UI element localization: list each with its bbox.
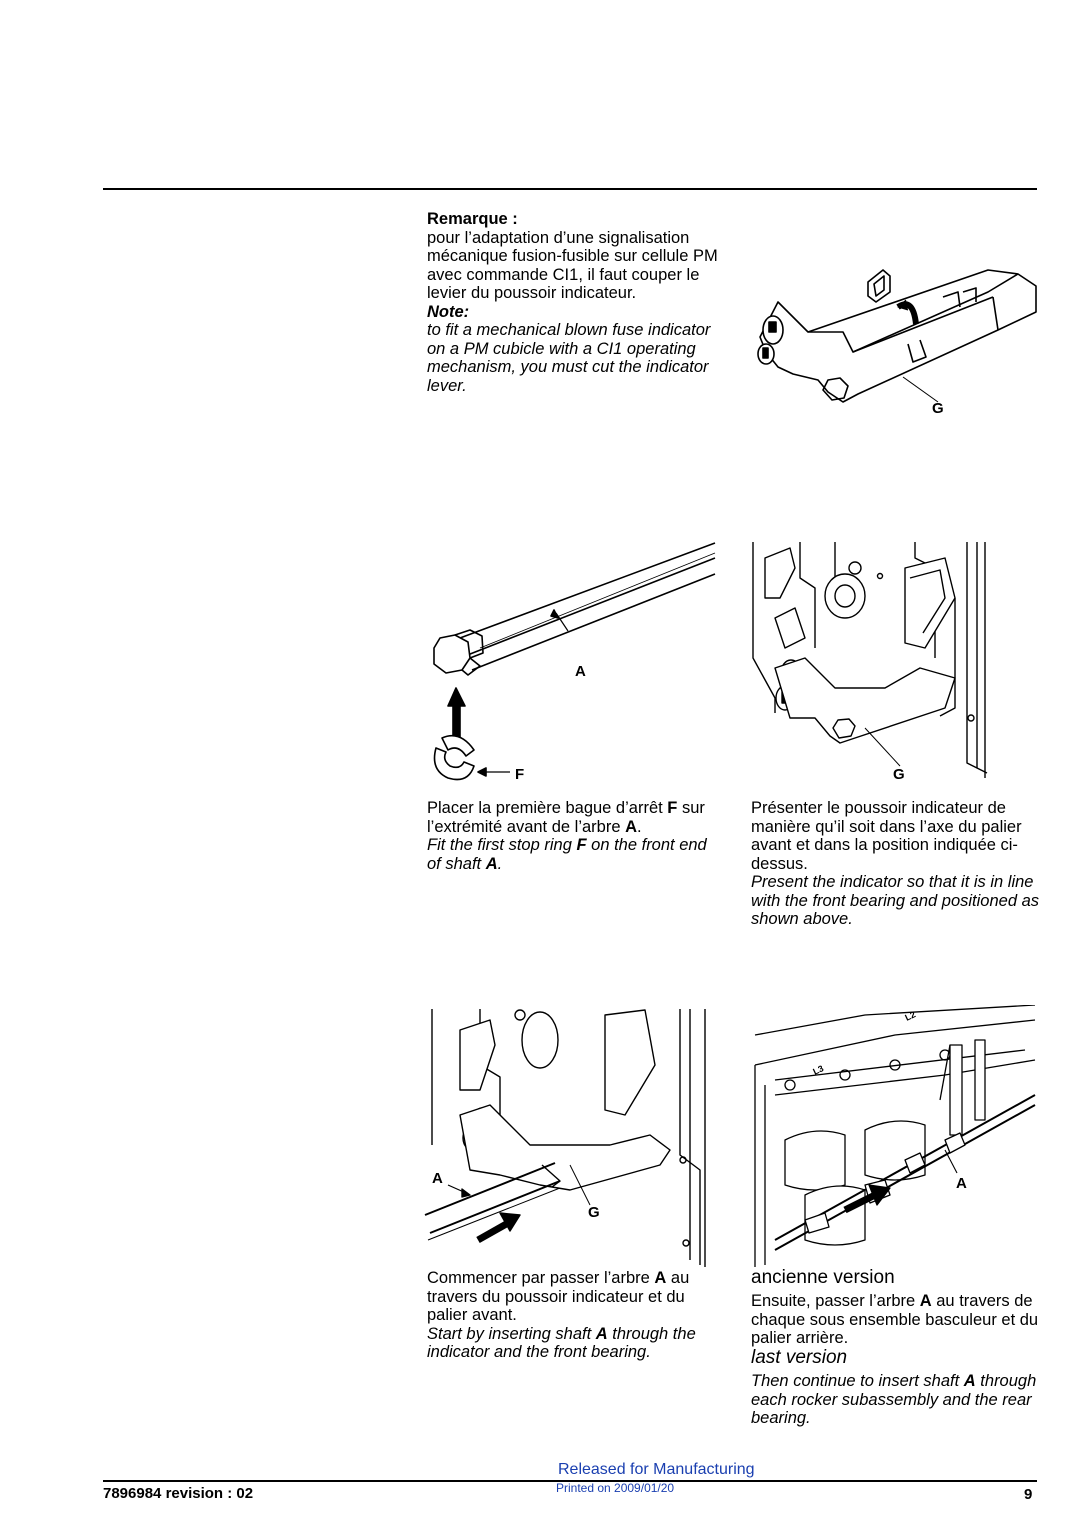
note-fr-title: Remarque : bbox=[427, 210, 518, 228]
figure-shaft-rockers: L2 L3 A bbox=[745, 1005, 1040, 1267]
heading-ancienne-version: ancienne version bbox=[751, 1267, 895, 1288]
note-fr-body: pour l’adaptation d’une signalisation mé… bbox=[427, 228, 718, 303]
footer-rule bbox=[103, 1480, 1037, 1482]
step4-fr: Ensuite, passer l’arbre A au travers de … bbox=[751, 1292, 1039, 1347]
figure-insert-shaft: A G bbox=[420, 1005, 720, 1267]
step3-fr: Commencer par passer l’arbre A au traver… bbox=[427, 1269, 690, 1324]
figure-shaft-stop-ring: A F bbox=[420, 538, 720, 788]
step3-en: Start by inserting shaft A through the i… bbox=[427, 1324, 696, 1362]
label-g-fig1: G bbox=[932, 400, 944, 417]
header-rule bbox=[103, 188, 1037, 190]
note-en-body: to fit a mechanical blown fuse indicator… bbox=[427, 321, 711, 395]
figure-indicator-lever: G bbox=[748, 262, 1038, 422]
page-number: 9 bbox=[1024, 1486, 1033, 1503]
printed-date: Printed on 2009/01/20 bbox=[556, 1481, 675, 1495]
note-en-title: Note: bbox=[427, 302, 470, 321]
step2-fr: Présenter le poussoir indicateur de mani… bbox=[751, 799, 1022, 873]
step1-en: Fit the first stop ring F on the front e… bbox=[427, 836, 707, 873]
label-a-fig2: A bbox=[575, 663, 586, 680]
heading-last-version: last version bbox=[751, 1347, 848, 1368]
step1-fr: Placer la première bague d’arrêt F sur l… bbox=[427, 799, 705, 836]
label-f-fig2: F bbox=[515, 766, 525, 783]
step2-text: Présenter le poussoir indicateur de mani… bbox=[751, 799, 1043, 929]
label-a-fig4: A bbox=[432, 1170, 443, 1187]
step2-en: Present the indicator so that it is in l… bbox=[751, 873, 1040, 928]
label-g-fig3: G bbox=[893, 766, 905, 783]
figure-indicator-position: G bbox=[745, 538, 1040, 788]
step4-en: Then continue to insert shaft A through … bbox=[751, 1372, 1037, 1427]
released-stamp: Released for Manufacturing bbox=[558, 1461, 755, 1478]
step3-text: Commencer par passer l’arbre A au traver… bbox=[427, 1269, 722, 1362]
label-a-fig5: A bbox=[956, 1175, 967, 1192]
step1-text: Placer la première bague d’arrêt F sur l… bbox=[427, 799, 717, 873]
note-block: Remarque : pour l’adaptation d’une signa… bbox=[427, 210, 722, 395]
label-g-fig4: G bbox=[588, 1204, 600, 1221]
doc-reference: 7896984 revision : 02 bbox=[103, 1485, 254, 1502]
